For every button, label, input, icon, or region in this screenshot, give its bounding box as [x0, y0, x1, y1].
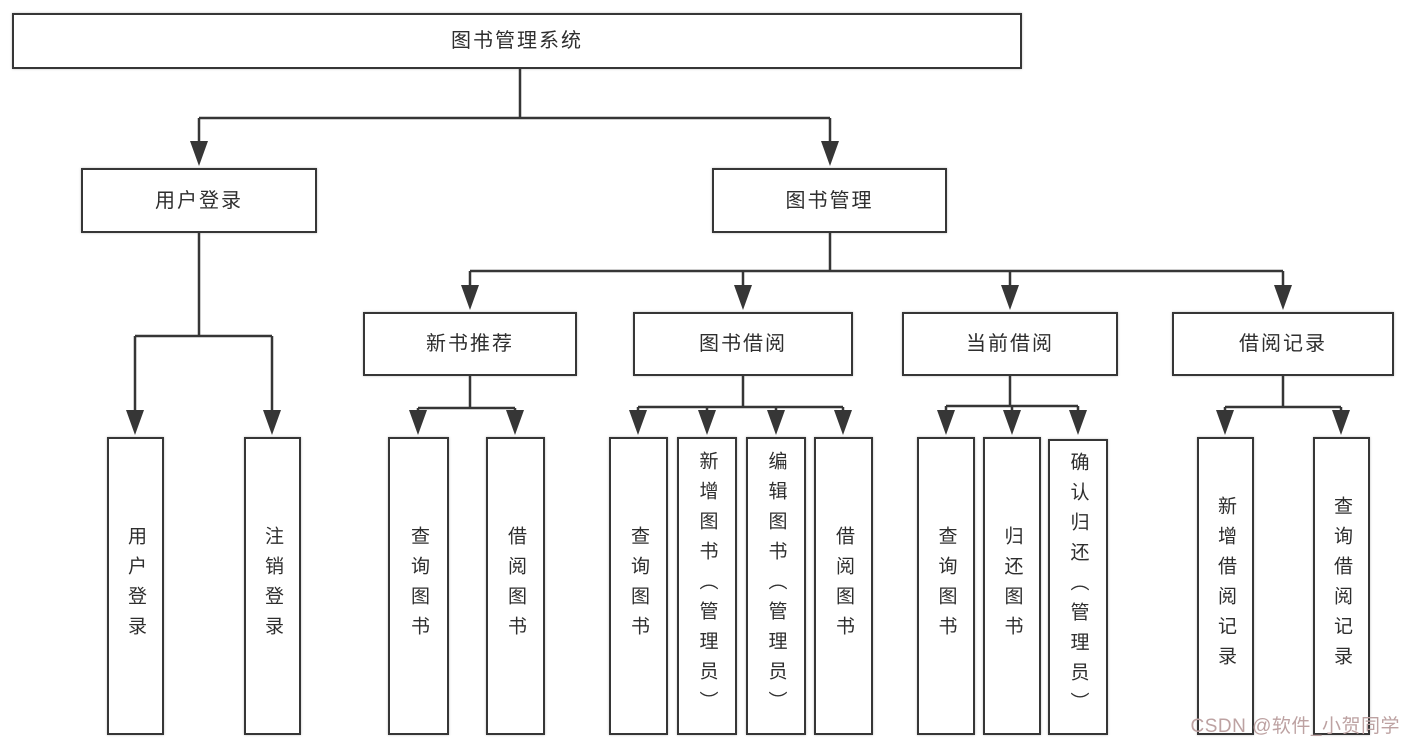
leaf-records-query-record: 查询借阅记录: [1313, 437, 1370, 735]
node-book-management: 图书管理: [712, 168, 947, 233]
leaf-borrowing-edit-books-admin: 编辑图书（管理员）: [746, 437, 806, 735]
node-label: 新书推荐: [426, 333, 514, 355]
leaf-records-add-record: 新增借阅记录: [1197, 437, 1254, 735]
node-current-borrowing: 当前借阅: [902, 312, 1118, 376]
leaf-borrowing-add-books-admin: 新增图书（管理员）: [677, 437, 737, 735]
node-label: 新增借阅记录: [1215, 496, 1236, 676]
node-label: 借阅图书: [833, 526, 854, 646]
leaf-current-query-books: 查询图书: [917, 437, 975, 735]
leaf-recommend-query-books: 查询图书: [388, 437, 449, 735]
node-book-borrowing: 图书借阅: [633, 312, 853, 376]
node-label: 图书管理系统: [451, 30, 583, 52]
node-borrowing-records: 借阅记录: [1172, 312, 1394, 376]
node-label: 查询图书: [408, 526, 429, 646]
leaf-recommend-borrow-books: 借阅图书: [486, 437, 545, 735]
node-new-book-recommend: 新书推荐: [363, 312, 577, 376]
leaf-current-confirm-return-admin: 确认归还（管理员）: [1048, 439, 1108, 735]
node-label: 编辑图书（管理员）: [765, 451, 787, 721]
leaf-user-login: 用户登录: [107, 437, 164, 735]
node-label: 用户登录: [155, 189, 243, 212]
leaf-borrowing-borrow-books: 借阅图书: [814, 437, 873, 735]
arrowheads: [126, 141, 1350, 435]
node-label: 图书借阅: [699, 333, 787, 355]
node-label: 当前借阅: [966, 333, 1054, 355]
node-label: 借阅图书: [505, 526, 526, 646]
node-label: 归还图书: [1001, 526, 1023, 646]
leaf-logout: 注销登录: [244, 437, 301, 735]
node-label: 用户登录: [125, 526, 146, 646]
csdn-watermark: CSDN @软件_小贺同学: [1190, 716, 1400, 737]
leaf-borrowing-query-books: 查询图书: [609, 437, 668, 735]
node-label: 查询借阅记录: [1331, 496, 1352, 676]
node-label: 确认归还（管理员）: [1067, 452, 1089, 722]
node-label: 查询图书: [628, 526, 649, 646]
node-label: 借阅记录: [1239, 333, 1327, 355]
node-label: 图书管理: [785, 189, 874, 212]
node-root-library-system: 图书管理系统: [12, 13, 1022, 69]
node-user-login: 用户登录: [81, 168, 317, 233]
node-label: 新增图书（管理员）: [696, 451, 718, 721]
node-label: 注销登录: [262, 526, 283, 646]
node-label: 查询图书: [935, 526, 957, 646]
leaf-current-return-books: 归还图书: [983, 437, 1041, 735]
